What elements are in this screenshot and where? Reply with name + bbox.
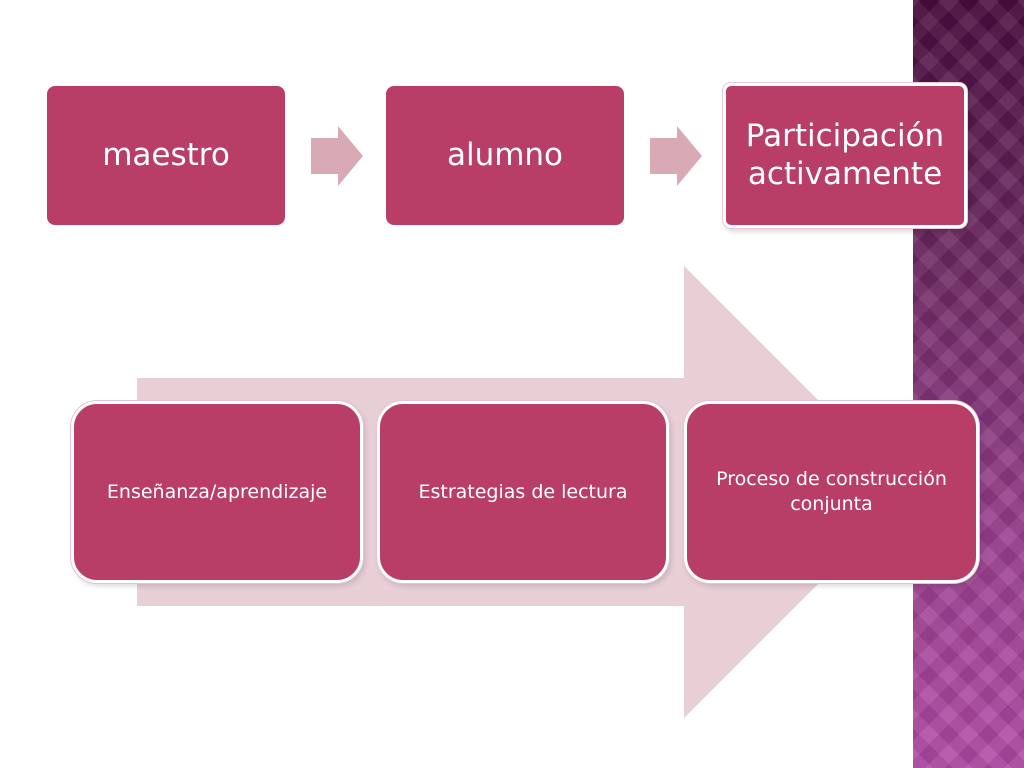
process-box-construccion: Proceso de construcción conjunta: [684, 401, 979, 583]
flow-box-participacion-line2: activamente: [747, 155, 943, 192]
process-box-ensenanza-label: Enseñanza/aprendizaje: [106, 480, 328, 503]
flow-box-participacion: Participación activamente: [723, 83, 967, 228]
process-box-construccion-line2: conjunta: [790, 493, 873, 515]
flow-arrow-1: [311, 126, 363, 186]
flow-box-alumno-label: alumno: [446, 136, 564, 173]
process-box-ensenanza: Enseñanza/aprendizaje: [71, 401, 363, 583]
process-box-construccion-line1: Proceso de construcción: [716, 468, 947, 491]
process-box-estrategias-label: Estrategias de lectura: [418, 480, 628, 503]
flow-box-alumno: alumno: [386, 86, 624, 225]
flow-arrow-2: [650, 126, 702, 186]
flow-box-maestro-label: maestro: [102, 136, 230, 173]
flow-arrow-2-shape: [650, 126, 702, 186]
process-box-estrategias: Estrategias de lectura: [377, 401, 669, 583]
flow-box-participacion-line1: Participación: [745, 118, 945, 155]
flow-arrow-1-shape: [311, 126, 363, 186]
flow-box-maestro: maestro: [47, 86, 285, 225]
